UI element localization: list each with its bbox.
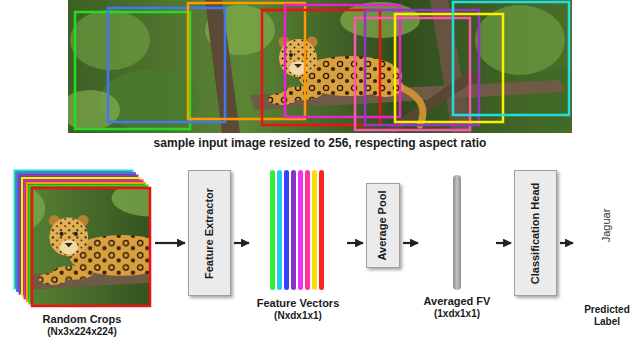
crop-box bbox=[108, 8, 225, 122]
flow-arrow bbox=[155, 242, 185, 244]
feature-vector-bars bbox=[270, 170, 275, 290]
flow-arrow bbox=[403, 242, 418, 244]
crop-box bbox=[285, 5, 400, 117]
process-box: Feature Extractor bbox=[188, 170, 231, 296]
input-image bbox=[60, 0, 590, 133]
crop-box bbox=[188, 3, 305, 119]
feature-vector-bars bbox=[319, 170, 324, 290]
crop-box bbox=[453, 2, 569, 115]
node-caption: (Nx3x224x224) bbox=[12, 326, 152, 338]
feature-vectors: Feature Vectors(Nxdx1x1) bbox=[252, 168, 344, 322]
process-box: Classification Head bbox=[514, 170, 557, 296]
feature-vector-bars bbox=[284, 170, 289, 290]
caption-text: sample input image resized to 256, respe… bbox=[0, 135, 640, 151]
crop-stack bbox=[32, 188, 150, 306]
crop-box bbox=[365, 10, 479, 125]
crop-box bbox=[75, 2, 569, 130]
feature-vector-bars bbox=[277, 170, 282, 290]
node-caption: (1xdx1x1) bbox=[421, 308, 493, 320]
node-caption: Predicted Label bbox=[576, 304, 638, 328]
feature-vector-bars bbox=[305, 170, 310, 290]
feature-vector-bars bbox=[270, 170, 324, 290]
node-caption: Feature Vectors bbox=[252, 297, 344, 310]
label-group: Predicted Label bbox=[576, 304, 638, 328]
crop-box bbox=[75, 12, 190, 129]
flow-arrow bbox=[234, 242, 249, 244]
box-label: Feature Extractor bbox=[203, 187, 216, 278]
averaged-feature-bar bbox=[453, 175, 461, 290]
averaged-feature-vector: Averaged FV(1xdx1x1) bbox=[421, 172, 493, 320]
feature-vector-bars bbox=[312, 170, 317, 290]
predicted-class: Jaguar bbox=[600, 208, 613, 242]
flow-arrow bbox=[347, 242, 363, 244]
label-group: Feature Vectors(Nxdx1x1) bbox=[252, 297, 344, 322]
flow-arrow bbox=[496, 242, 511, 244]
crop-stack bbox=[32, 188, 150, 306]
box-label: Average Pool bbox=[377, 191, 390, 261]
node-caption: (Nxdx1x1) bbox=[252, 310, 344, 322]
predicted-label: JaguarPredicted Label bbox=[576, 188, 638, 328]
label-group: Random Crops(Nx3x224x224) bbox=[12, 313, 152, 338]
flow-arrow bbox=[560, 242, 573, 244]
node-caption: Random Crops bbox=[12, 313, 152, 326]
feature-vector-bars bbox=[298, 170, 303, 290]
node-caption: Averaged FV bbox=[421, 295, 493, 308]
crop-stack bbox=[0, 171, 367, 314]
crop-box bbox=[395, 14, 503, 122]
box-label: Classification Head bbox=[529, 182, 542, 283]
crop-stack bbox=[32, 188, 150, 306]
input-image bbox=[68, 0, 572, 133]
crop-box bbox=[262, 10, 380, 125]
process-box: Average Pool bbox=[366, 183, 400, 269]
feature-vector-bars bbox=[291, 170, 296, 290]
label-group: Averaged FV(1xdx1x1) bbox=[421, 295, 493, 320]
averaged-feature-bar bbox=[453, 175, 461, 290]
crop-stack: Random Crops(Nx3x224x224) bbox=[12, 168, 152, 338]
label-group: Jaguar bbox=[576, 200, 638, 250]
